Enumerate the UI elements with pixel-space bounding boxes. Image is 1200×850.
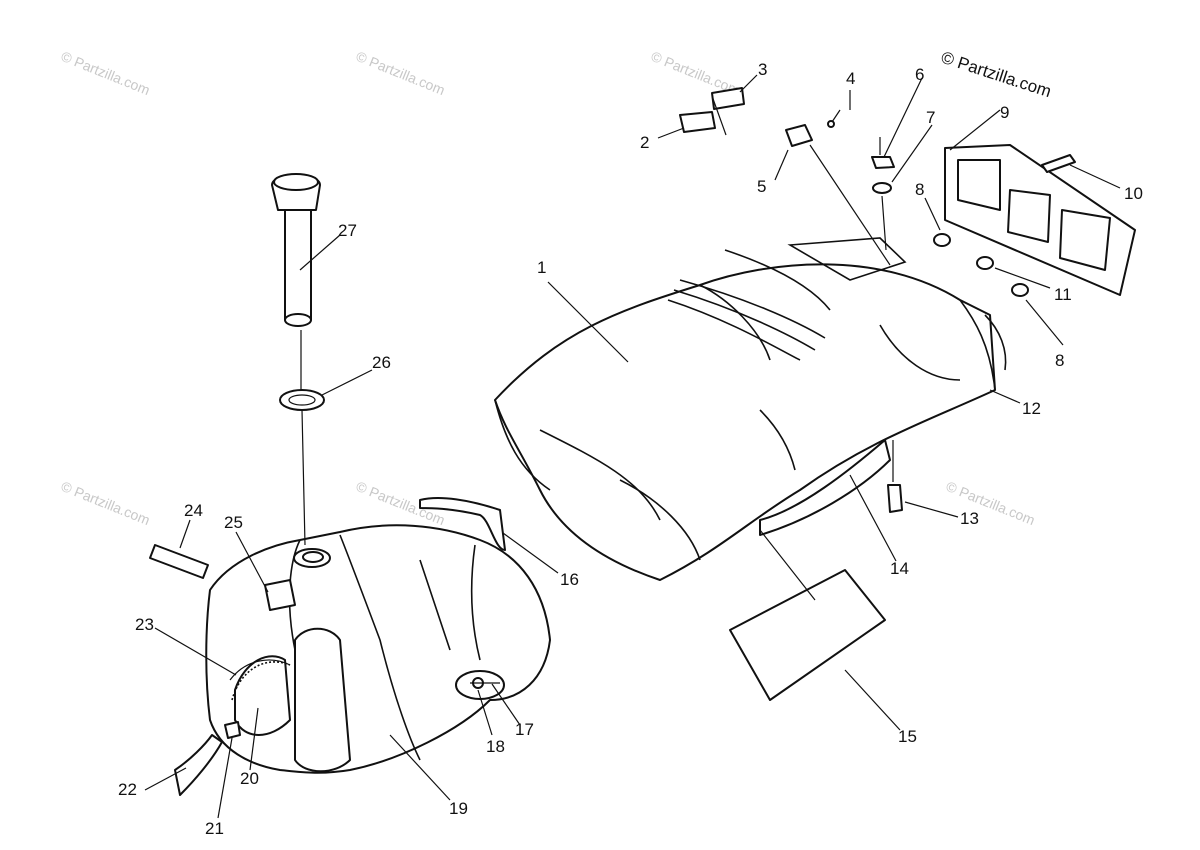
watermark: © Partzilla.com (59, 478, 152, 528)
callout-24: 24 (184, 501, 203, 520)
screw (1041, 154, 1076, 173)
callout-21: 21 (205, 819, 224, 838)
watermark: © Partzilla.com (354, 48, 447, 98)
fuel-tank (205, 524, 551, 774)
rivet (827, 120, 835, 128)
callout-8-top: 8 (915, 180, 924, 199)
seat-assembly (494, 237, 1007, 581)
clamp (224, 721, 241, 739)
bulb (976, 256, 994, 270)
bulb (1011, 283, 1029, 297)
callout-11: 11 (1054, 285, 1072, 304)
callout-5: 5 (757, 177, 766, 196)
grommet (302, 551, 324, 563)
callout-26: 26 (372, 353, 391, 372)
watermark: © Partzilla.com (944, 478, 1037, 528)
vent-hose (149, 544, 209, 579)
callout-6: 6 (915, 65, 924, 84)
callout-16: 16 (560, 570, 579, 589)
callout-25: 25 (224, 513, 243, 532)
plate-5 (785, 124, 813, 147)
callout-3: 3 (758, 60, 767, 79)
washer (872, 182, 892, 194)
callout-13: 13 (960, 509, 979, 528)
nut (871, 156, 895, 169)
gear-arc (231, 661, 291, 701)
bulb (933, 233, 951, 247)
callout-18: 18 (486, 737, 505, 756)
leader-lines (144, 74, 1121, 819)
filler-neck (271, 173, 321, 327)
taillight-lens (944, 144, 1136, 296)
plate-3 (711, 87, 745, 110)
callout-20: 20 (240, 769, 259, 788)
callout-14: 14 (890, 559, 909, 578)
gasket-ring (279, 389, 325, 411)
callout-8-bottom: 8 (1055, 351, 1064, 370)
callout-27: 27 (338, 221, 357, 240)
callout-7: 7 (926, 108, 935, 127)
callout-15: 15 (898, 727, 917, 746)
callout-labels: 1 2 3 4 5 6 7 8 8 9 10 11 12 13 14 15 16… (118, 60, 1143, 838)
callout-22: 22 (118, 780, 137, 799)
callout-4: 4 (846, 69, 855, 88)
copyright-label: © Partzilla.com (939, 48, 1054, 101)
watermark: © Partzilla.com (59, 48, 152, 98)
callout-12: 12 (1022, 399, 1041, 418)
fuel-line (174, 734, 223, 796)
callout-17: 17 (515, 720, 534, 739)
strap (419, 497, 506, 551)
callout-2: 2 (640, 133, 649, 152)
callout-19: 19 (449, 799, 468, 818)
plate-2 (679, 111, 716, 133)
callout-9: 9 (1000, 103, 1009, 122)
callout-10: 10 (1124, 184, 1143, 203)
bolt (887, 484, 903, 513)
callout-1: 1 (537, 258, 546, 277)
callout-23: 23 (135, 615, 154, 634)
